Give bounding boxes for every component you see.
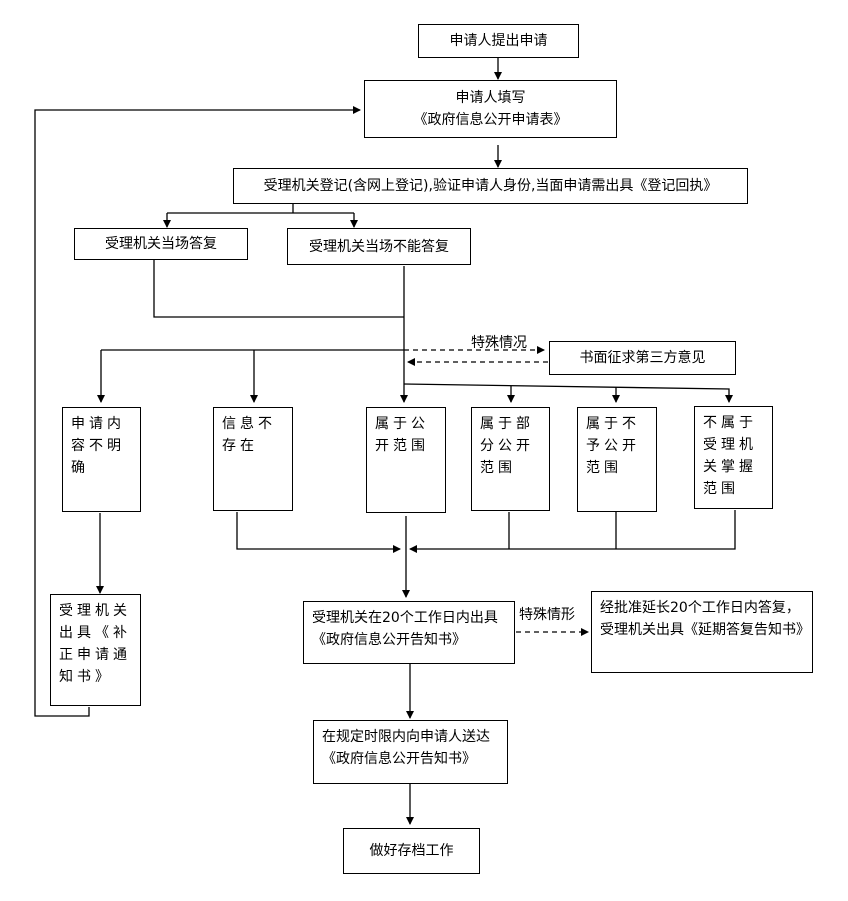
start-text: 申请人提出申请 [449,33,548,49]
answer-now-box: 受理机关当场答复 [74,228,248,260]
public-scope-text: 属于公开范围 [375,416,429,454]
fill-form-box: 申请人填写 《政府信息公开申请表》 [364,80,617,138]
unclear-text: 申请内容不明确 [71,416,125,476]
notice-20-days-text: 受理机关在20个工作日内出具《政府信息公开告知书》 [312,610,498,648]
extend-reply-text: 经批准延长20个工作日内答复，受理机关出具《延期答复告知书》 [600,600,810,638]
archive-text: 做好存档工作 [369,843,454,859]
special-situation-label-1: 特殊情况 [471,335,527,351]
arrow-to-not-in-scope [403,383,733,403]
deliver-notice-text: 在规定时限内向申请人送达《政府信息公开告知书》 [322,729,490,767]
public-scope-box: 属于公开范围 [366,407,446,513]
correction-notice-box: 受理机关出具《补正申请通知书》 [50,594,141,706]
not-in-scope-text: 不属于受理机关掌握范围 [703,415,757,497]
arrow-loop-back-to-fill [34,106,361,717]
not-exist-box: 信息不存在 [213,407,293,511]
special-situation-label-2: 特殊情形 [519,607,575,623]
unclear-box: 申请内容不明确 [62,407,141,512]
extend-reply-box: 经批准延长20个工作日内答复，受理机关出具《延期答复告知书》 [591,591,813,673]
third-party-text: 书面征求第三方意见 [579,350,706,366]
register-box: 受理机关登记(含网上登记),验证申请人身份,当面申请需出具《登记回执》 [233,168,748,204]
notice-20-days-box: 受理机关在20个工作日内出具《政府信息公开告知书》 [303,601,515,664]
cannot-answer-text: 受理机关当场不能答复 [309,238,449,255]
archive-box: 做好存档工作 [343,828,480,874]
answer-now-text: 受理机关当场答复 [105,236,217,252]
not-public-text: 属于不予公开范围 [586,416,640,476]
not-public-box: 属于不予公开范围 [577,407,657,512]
correction-notice-text: 受理机关出具《补正申请通知书》 [59,603,131,685]
cannot-answer-box: 受理机关当场不能答复 [287,228,471,265]
arrow-merge-right [409,510,736,553]
partial-public-box: 属于部分公开范围 [471,407,550,511]
register-text: 受理机关登记(含网上登记),验证申请人身份,当面申请需出具《登记回执》 [263,178,718,194]
not-exist-text: 信息不存在 [222,416,276,454]
fill-form-line2: 《政府信息公开申请表》 [413,112,568,128]
fill-form-line1: 申请人填写 [455,90,526,106]
deliver-notice-box: 在规定时限内向申请人送达《政府信息公开告知书》 [313,720,508,784]
third-party-box: 书面征求第三方意见 [549,341,736,375]
partial-public-text: 属于部分公开范围 [480,416,534,476]
arrow-merge-left [236,512,401,553]
line-answer-now-merge [153,260,404,318]
not-in-scope-box: 不属于受理机关掌握范围 [694,406,773,509]
start-box: 申请人提出申请 [418,24,579,58]
